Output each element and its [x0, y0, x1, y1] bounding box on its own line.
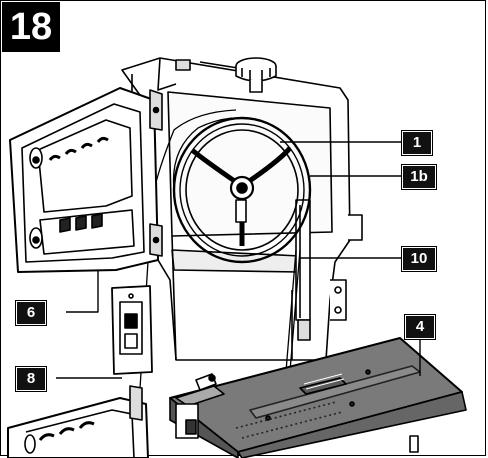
callout-8: 8: [16, 367, 46, 391]
callout-1b: 1b: [402, 165, 436, 189]
saw-housing: [121, 57, 363, 361]
power-switch: [111, 285, 153, 375]
open-door: [9, 87, 163, 273]
upper-wheel: [172, 116, 312, 264]
callout-6: 6: [16, 301, 46, 325]
figure-number: 18: [2, 2, 60, 52]
lower-door: [7, 385, 149, 458]
callout-10: 10: [402, 247, 436, 271]
callout-4: 4: [405, 315, 435, 339]
callout-1: 1: [402, 131, 432, 155]
saw-table: [169, 337, 467, 458]
